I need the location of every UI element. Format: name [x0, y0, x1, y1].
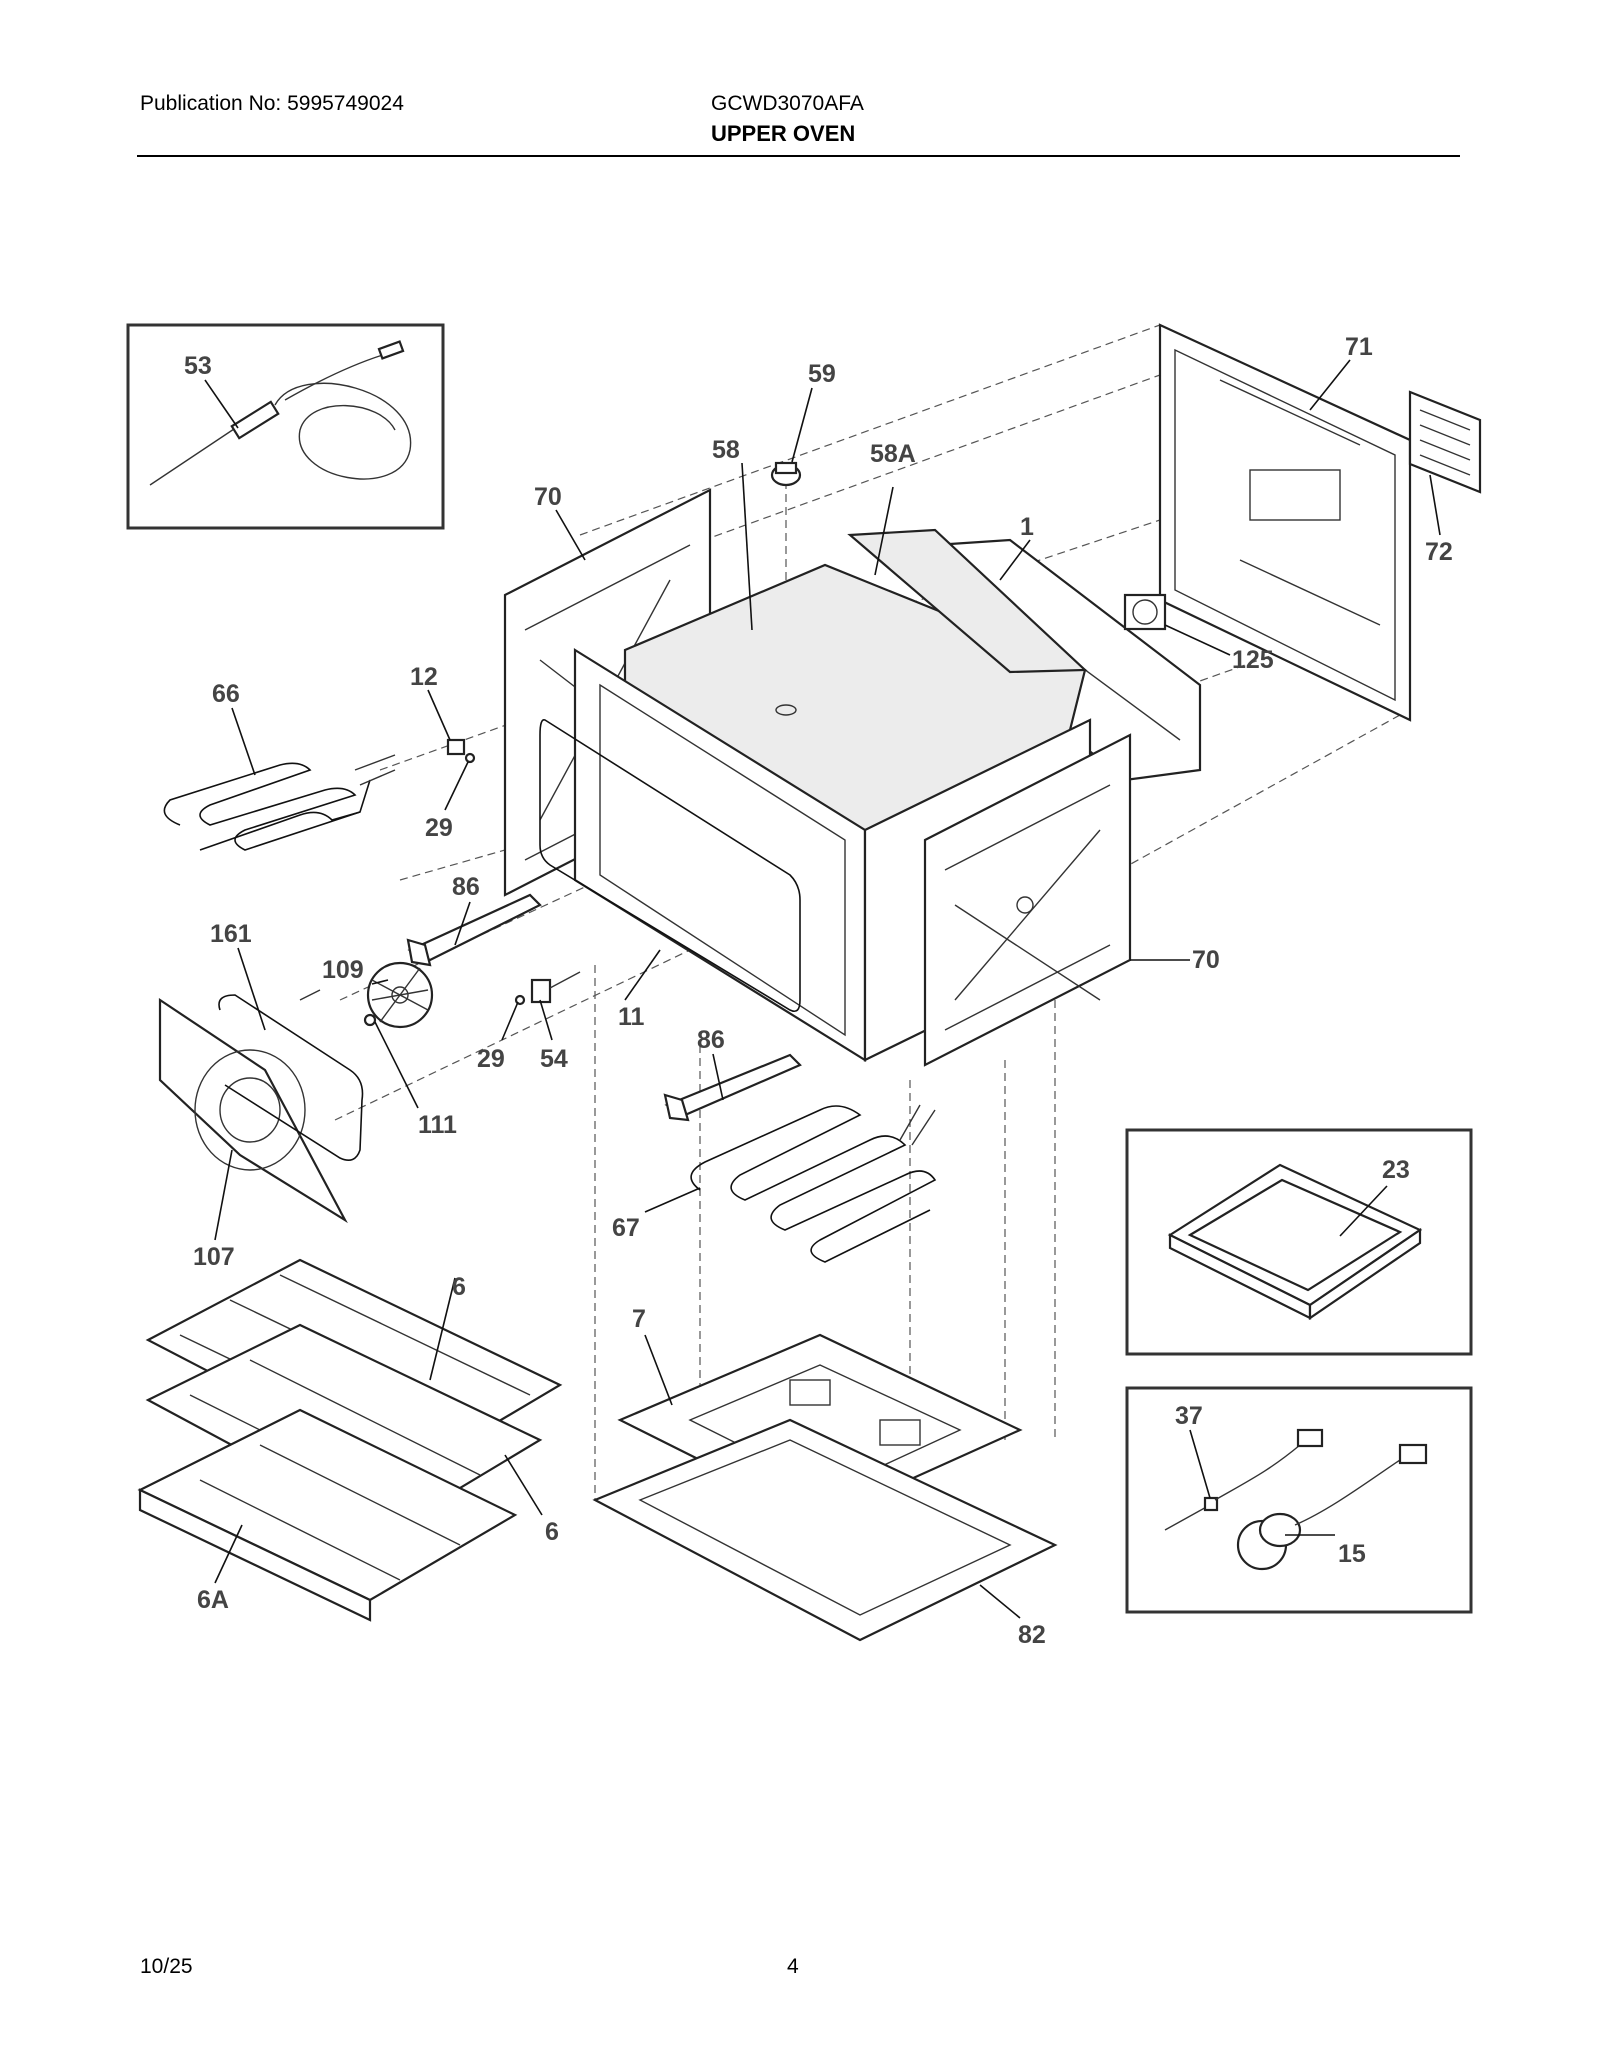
- callout-86-upper: 86: [452, 873, 480, 901]
- callout-70-right: 70: [1192, 946, 1220, 974]
- fitting-part: [770, 461, 802, 487]
- inset-tray: [1125, 1128, 1473, 1356]
- callout-11: 11: [618, 1003, 645, 1031]
- callout-54: 54: [540, 1045, 568, 1073]
- inset-frame: [1125, 1386, 1473, 1614]
- callout-86-lower: 86: [697, 1026, 725, 1054]
- callout-107: 107: [193, 1243, 235, 1271]
- inset-frame: [126, 323, 445, 530]
- vent-part: [1408, 390, 1482, 494]
- small-hardware-parts: [363, 738, 526, 1027]
- callout-labels: 53 59 58 58A 71 72 70 1 125 66 12 29 86 …: [184, 333, 1453, 1649]
- callout-23: 23: [1382, 1156, 1410, 1184]
- convection-element-part: [218, 989, 364, 1161]
- rear-panel-part: [1158, 323, 1412, 722]
- callout-6-upper: 6: [452, 1273, 466, 1301]
- callout-66: 66: [212, 680, 240, 708]
- publication-number: Publication No: 5995749024: [140, 92, 404, 115]
- callout-82: 82: [1018, 1621, 1046, 1649]
- element-bracket-lower-part: [663, 1053, 802, 1122]
- meat-probe-part: [149, 340, 412, 486]
- sensor-part: [1164, 1428, 1324, 1531]
- inset-sensor-light: [1125, 1386, 1473, 1614]
- sensor-bracket-part: [530, 971, 581, 1004]
- header-rule: [137, 155, 1460, 157]
- callout-59: 59: [808, 360, 836, 388]
- inset-meat-probe: [126, 323, 445, 530]
- callout-1: 1: [1020, 513, 1034, 541]
- part-111: [363, 1013, 377, 1027]
- callout-37: 37: [1175, 1402, 1203, 1430]
- footer-date: 10/25: [140, 1955, 193, 1978]
- door-gasket-part: [539, 719, 801, 1013]
- callout-29-upper: 29: [425, 814, 453, 842]
- convection-motor-part: [1123, 593, 1167, 631]
- broil-element-part: [163, 754, 396, 851]
- element-bracket-upper-part: [406, 893, 542, 967]
- bake-element-part: [690, 1104, 937, 1263]
- model-number: GCWD3070AFA: [711, 92, 864, 115]
- callout-111: 111: [418, 1111, 457, 1139]
- inset-frame: [1125, 1128, 1473, 1356]
- tray-part: [1167, 1163, 1423, 1321]
- callout-70-left: 70: [534, 483, 562, 511]
- part-29-a: [464, 752, 476, 764]
- callout-72: 72: [1425, 538, 1453, 566]
- callout-53: 53: [184, 352, 212, 380]
- light-part: [1236, 1443, 1428, 1571]
- part-12: [446, 738, 466, 756]
- convection-cover-part: [158, 997, 348, 1224]
- callout-161: 161: [210, 920, 252, 948]
- callout-7: 7: [632, 1305, 646, 1333]
- callout-15: 15: [1338, 1540, 1366, 1568]
- leader-lines: [204, 359, 1441, 1619]
- callout-125: 125: [1232, 646, 1274, 674]
- extension-rack-part: [137, 1408, 518, 1622]
- callout-6A: 6A: [197, 1586, 229, 1614]
- callout-58A: 58A: [870, 440, 916, 468]
- callout-71: 71: [1345, 333, 1373, 361]
- callout-12: 12: [410, 663, 438, 691]
- callout-29-lower: 29: [477, 1045, 505, 1073]
- callout-58: 58: [712, 436, 740, 464]
- callout-6-lower: 6: [545, 1518, 559, 1546]
- fan-blade-part: [366, 961, 434, 1029]
- bottom-tray-part: [592, 1418, 1058, 1642]
- page-number: 4: [787, 1955, 799, 1978]
- section-title: UPPER OVEN: [711, 121, 856, 146]
- callout-67: 67: [612, 1214, 640, 1242]
- callout-109: 109: [322, 956, 364, 984]
